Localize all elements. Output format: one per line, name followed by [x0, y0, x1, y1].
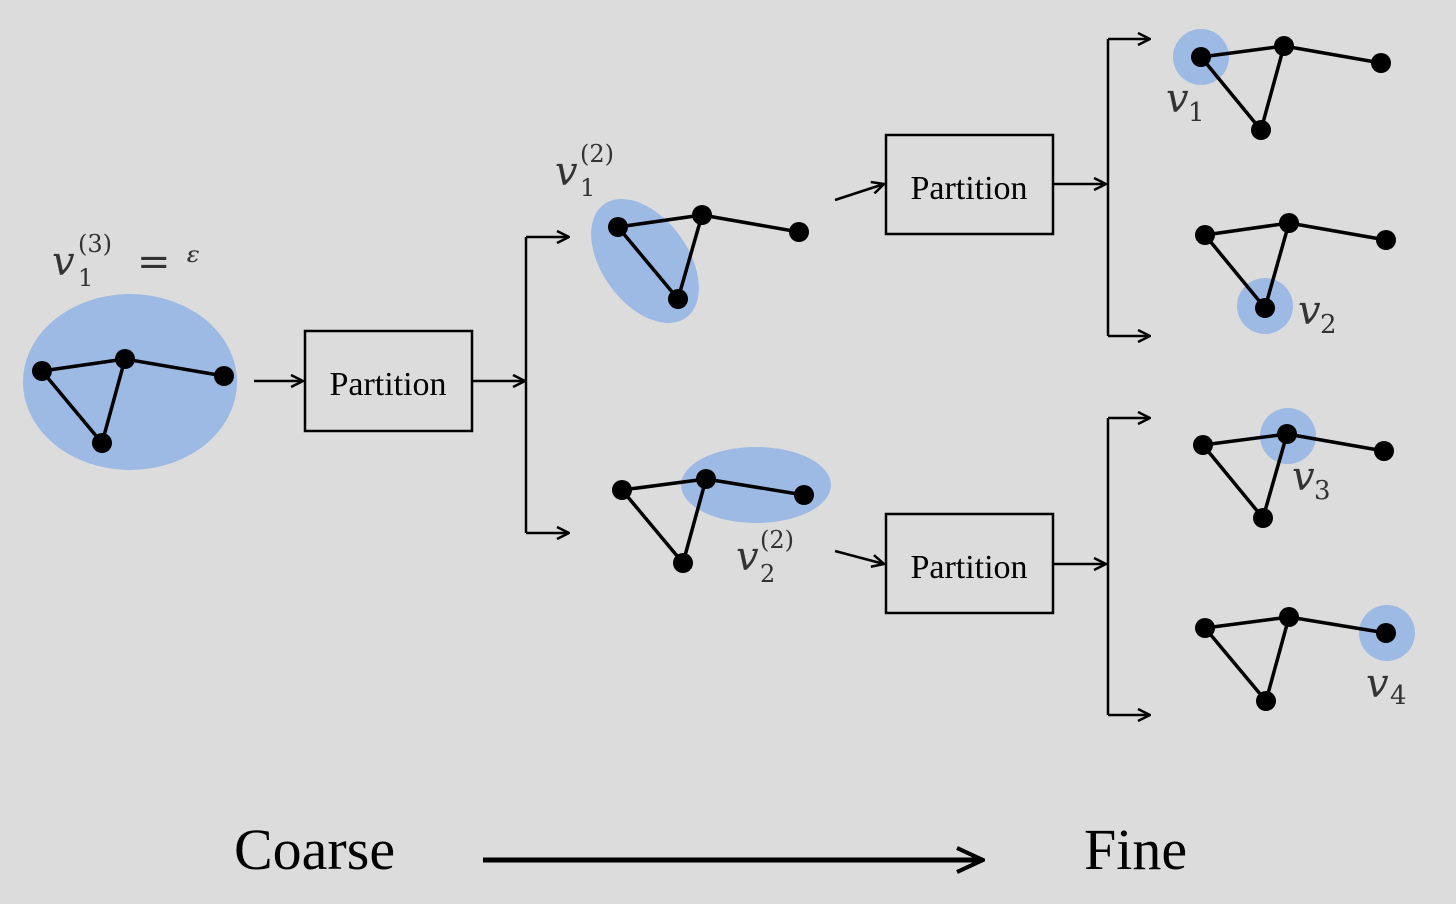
node — [32, 361, 52, 381]
svg-text:v: v — [1366, 661, 1389, 707]
coarse-label: Coarse — [234, 817, 395, 882]
svg-text:1: 1 — [1188, 98, 1205, 128]
node — [608, 217, 628, 237]
arrow-to-partition-2 — [834, 184, 884, 202]
label-v1-3: v 1 (3) = ᵋ — [52, 230, 200, 292]
nodes-root — [32, 349, 234, 453]
node — [1251, 120, 1271, 140]
node — [1195, 225, 1215, 245]
svg-text:2: 2 — [1320, 310, 1337, 340]
node — [668, 289, 688, 309]
graph-level2-b — [612, 447, 831, 573]
arrow-to-partition-3 — [834, 549, 884, 564]
node — [1253, 508, 1273, 528]
label-v2: v 2 — [1298, 288, 1337, 340]
fine-label: Fine — [1084, 817, 1187, 882]
label-v2-2: v 2 (2) — [736, 526, 794, 588]
node — [1256, 691, 1276, 711]
svg-text:v: v — [1166, 76, 1189, 122]
svg-text:v: v — [736, 534, 759, 580]
svg-text:(2): (2) — [760, 526, 794, 554]
partition-box-2: Partition — [884, 133, 1055, 236]
node — [1193, 435, 1213, 455]
node — [1279, 607, 1299, 627]
node — [794, 485, 814, 505]
svg-text:v: v — [52, 239, 75, 285]
graph-root — [23, 294, 237, 470]
label-v3: v 3 — [1292, 454, 1331, 506]
graph-leaf-v4 — [1195, 605, 1415, 711]
graph-leaf-v3 — [1193, 408, 1394, 528]
svg-text:4: 4 — [1390, 681, 1407, 711]
graph-leaf-v2 — [1195, 213, 1396, 334]
label-v1-2: v 1 (2) — [555, 140, 614, 202]
svg-text:= ᵋ: = ᵋ — [137, 239, 200, 285]
fanout-2 — [1053, 39, 1150, 336]
fanout-3 — [1053, 418, 1150, 715]
graph-leaf-v1 — [1173, 29, 1391, 140]
svg-text:3: 3 — [1314, 476, 1331, 506]
highlight-v2-2 — [681, 447, 831, 523]
highlight-root — [23, 294, 237, 470]
coarse-fine-axis: Coarse Fine — [234, 817, 1187, 882]
svg-text:1: 1 — [78, 264, 93, 292]
node — [1255, 298, 1275, 318]
node — [1195, 618, 1215, 638]
node — [696, 469, 716, 489]
partition-label-1: Partition — [329, 366, 446, 403]
svg-text:v: v — [1298, 288, 1321, 334]
node — [1374, 441, 1394, 461]
node — [692, 205, 712, 225]
svg-text:(2): (2) — [580, 140, 614, 168]
node — [1274, 36, 1294, 56]
graph-level2-a — [591, 198, 809, 324]
partition-label-3: Partition — [910, 549, 1027, 586]
node — [673, 553, 693, 573]
svg-text:(3): (3) — [78, 230, 112, 258]
edges-root — [40, 357, 225, 445]
partition-box-1: Partition — [303, 329, 474, 433]
label-v4: v 4 — [1366, 661, 1407, 711]
svg-text:2: 2 — [760, 560, 775, 588]
node — [789, 222, 809, 242]
node — [612, 480, 632, 500]
svg-text:v: v — [1292, 454, 1315, 500]
node — [1371, 53, 1391, 73]
node — [1376, 623, 1396, 643]
node — [214, 366, 234, 386]
node — [1277, 424, 1297, 444]
partition-label-2: Partition — [910, 170, 1027, 207]
node — [1279, 213, 1299, 233]
fanout-1 — [472, 237, 569, 533]
svg-text:1: 1 — [580, 174, 595, 202]
label-v1: v 1 — [1166, 76, 1205, 128]
partition-box-3: Partition — [884, 512, 1055, 615]
node — [1376, 230, 1396, 250]
node — [92, 433, 112, 453]
node — [1191, 47, 1211, 67]
svg-text:v: v — [555, 149, 578, 195]
node — [115, 349, 135, 369]
